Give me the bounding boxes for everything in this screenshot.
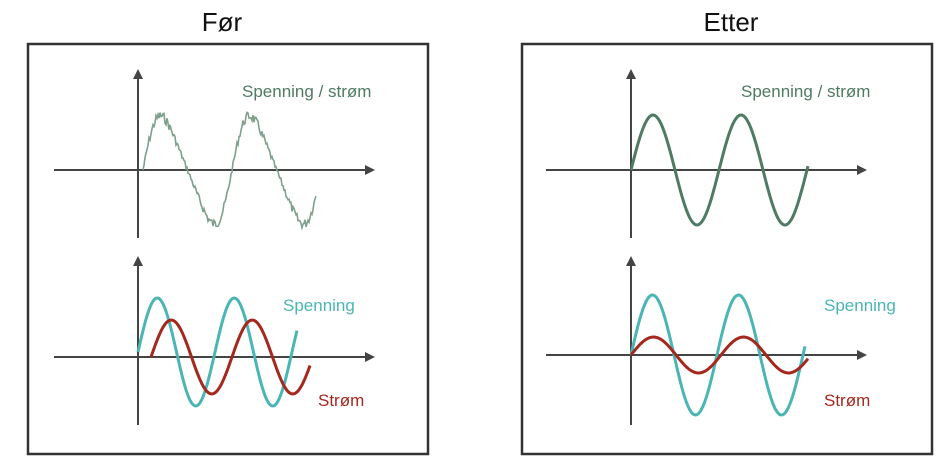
before-top-axes [54, 69, 375, 238]
clean-waveform [629, 113, 810, 227]
current-wave-after [629, 335, 810, 375]
voltage-wave-after [629, 293, 807, 417]
panel-title-after: Etter [704, 7, 759, 37]
panel-frame-after [520, 42, 934, 456]
after-top-axes [546, 69, 867, 238]
label-voltage-current-after: Spenning / strøm [741, 82, 870, 101]
panel-title-before: Før [202, 7, 243, 37]
panel-frame-before [26, 42, 430, 456]
label-current-before: Strøm [318, 391, 364, 410]
voltage-wave-before [136, 296, 299, 408]
label-voltage-current-before: Spenning / strøm [242, 82, 371, 101]
label-voltage-before: Spenning [283, 296, 355, 315]
distorted-waveform [142, 111, 317, 231]
label-current-after: Strøm [824, 391, 870, 410]
label-voltage-after: Spenning [824, 296, 896, 315]
current-wave-before [149, 318, 312, 396]
after-bottom-axes [546, 256, 867, 425]
